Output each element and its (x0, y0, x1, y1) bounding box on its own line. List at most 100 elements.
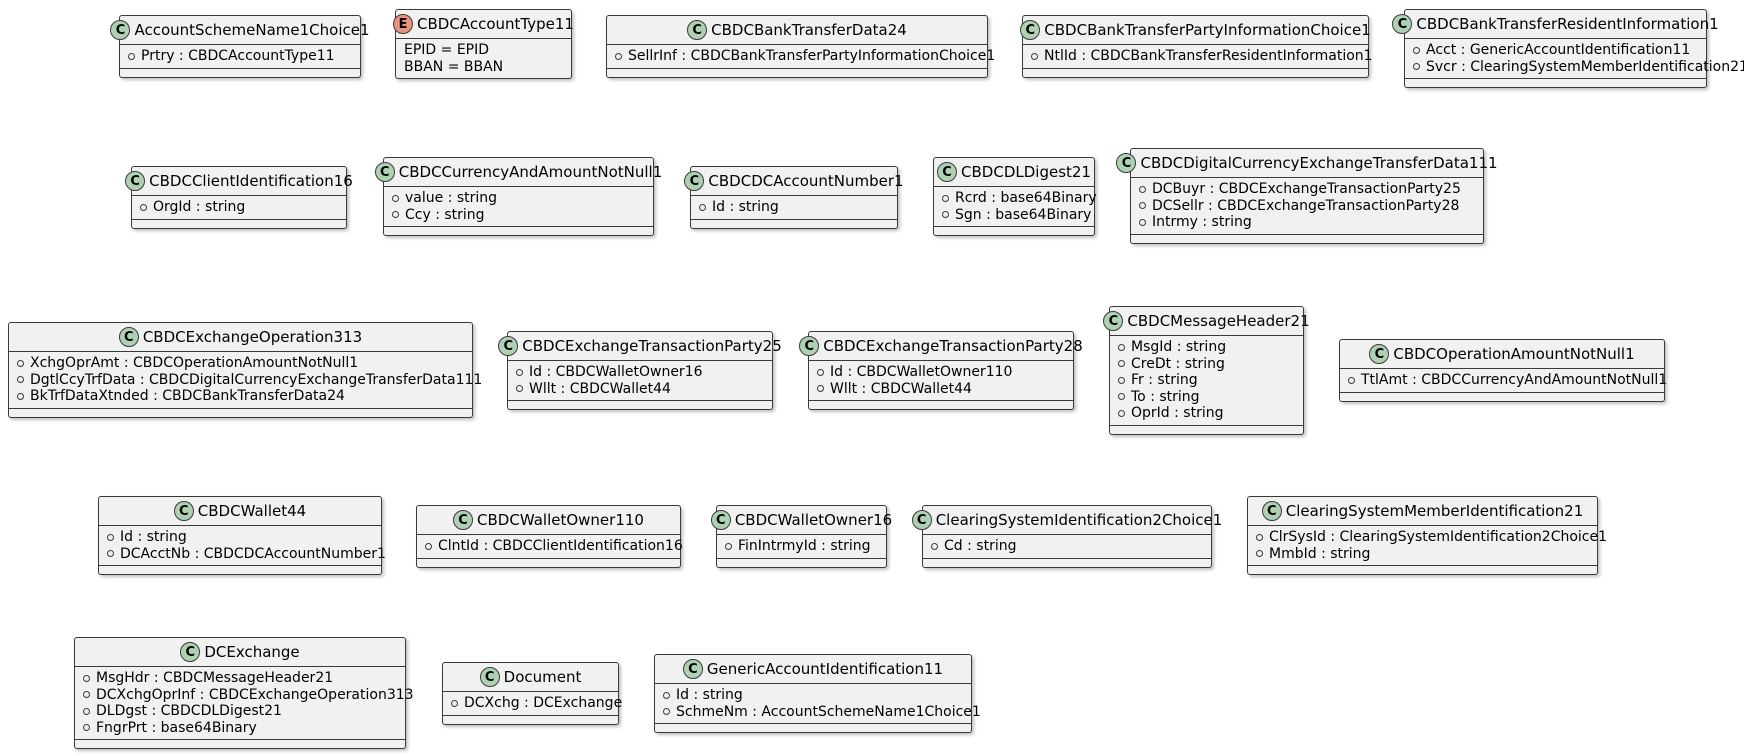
public-visibility-icon (1348, 376, 1355, 384)
public-visibility-icon (942, 211, 949, 219)
method-compartment (809, 400, 1073, 409)
attribute-row: DCAcctNb : CBDCDCAccountNumber1 (107, 546, 386, 563)
method-compartment (923, 557, 1211, 567)
public-visibility-icon (392, 194, 399, 202)
class-stereotype-icon: C (374, 162, 395, 182)
public-visibility-icon (451, 699, 458, 707)
attribute-row: Prtry : CBDCAccountType11 (128, 48, 352, 65)
class-name: CBDCMessageHeader21 (1127, 312, 1310, 330)
attribute-text: Fr : string (1131, 372, 1198, 388)
class-name: CBDCExchangeOperation313 (142, 328, 363, 346)
attribute-text: Id : CBDCWalletOwner16 (529, 364, 703, 380)
class-name: CBDCAccountType11 (417, 15, 574, 33)
class-stereotype-icon: C (498, 336, 519, 356)
public-visibility-icon (83, 674, 90, 682)
attribute-row: Id : CBDCWalletOwner110 (817, 364, 1065, 381)
public-visibility-icon (1413, 63, 1420, 71)
public-visibility-icon (107, 550, 114, 558)
class-name: GenericAccountIdentification11 (706, 660, 944, 678)
attribute-text: MmbId : string (1269, 545, 1371, 562)
attribute-row: DLDgst : CBDCDLDigest21 (83, 703, 397, 720)
class-stereotype-icon: C (479, 667, 500, 687)
public-visibility-icon (1139, 218, 1146, 226)
public-visibility-icon (817, 385, 824, 393)
class-name: ClearingSystemMemberIdentification21 (1285, 502, 1584, 520)
class-stereotype-icon: C (687, 20, 708, 40)
public-visibility-icon (17, 376, 24, 384)
public-visibility-icon (1118, 343, 1125, 351)
attribute-text: ClrSysId : ClearingSystemIdentification2… (1269, 529, 1608, 545)
attribute-row: FngrPrt : base64Binary (83, 720, 397, 737)
attribute-row: Id : string (107, 529, 373, 546)
class-stereotype-icon: C (684, 171, 705, 191)
method-compartment (99, 565, 381, 574)
attribute-row: OprId : string (1118, 405, 1295, 422)
attribute-text: Cd : string (944, 538, 1017, 554)
attribute-text: Sgn : base64Binary (955, 206, 1092, 223)
attribute-row: BkTrfDataXtnded : CBDCBankTransferData24 (17, 388, 464, 405)
class-name: CBDCOperationAmountNotNull1 (1393, 345, 1635, 363)
class-name: CBDCWalletOwner110 (477, 511, 644, 529)
attribute-text: Id : string (712, 199, 779, 215)
attribute-text: DCAcctNb : CBDCDCAccountNumber1 (120, 545, 386, 562)
attribute-list: TtlAmt : CBDCCurrencyAndAmountNotNull1 (1340, 369, 1667, 392)
method-compartment (934, 226, 1094, 235)
public-visibility-icon (1256, 550, 1263, 558)
attribute-text: Wllt : CBDCWallet44 (830, 380, 972, 397)
attribute-text: Ccy : string (405, 206, 485, 223)
attribute-row: XchgOprAmt : CBDCOperationAmountNotNull1 (17, 355, 464, 372)
class-name: CBDCCurrencyAndAmountNotNull1 (398, 163, 663, 181)
class-name: CBDCDCAccountNumber1 (708, 172, 904, 190)
attribute-row: Acct : GenericAccountIdentification11 (1413, 42, 1698, 59)
public-visibility-icon (17, 359, 24, 367)
class-name: CBDCWalletOwner16 (734, 511, 893, 529)
class-name: CBDCWallet44 (197, 502, 307, 520)
method-compartment (120, 67, 360, 77)
attribute-text: Id : string (120, 529, 187, 545)
class-name: CBDCDigitalCurrencyExchangeTransferData1… (1140, 154, 1498, 172)
attribute-text: Svcr : ClearingSystemMemberIdentificatio… (1426, 58, 1744, 75)
attribute-row: Fr : string (1118, 372, 1295, 389)
public-visibility-icon (17, 392, 24, 400)
class-stereotype-icon: C (173, 501, 194, 521)
attribute-list: SellrInf : CBDCBankTransferPartyInformat… (607, 45, 995, 68)
class-stereotype-icon: C (453, 510, 474, 530)
class-name: CBDCExchangeTransactionParty28 (823, 337, 1083, 355)
attribute-list: Cd : string (923, 535, 1211, 558)
public-visibility-icon (1118, 409, 1125, 417)
attribute-text: MsgId : string (1131, 339, 1227, 355)
attribute-text: To : string (1131, 388, 1200, 405)
method-compartment (717, 557, 886, 567)
class-stereotype-icon: C (911, 510, 932, 530)
attribute-row: BBAN = BBAN (404, 59, 563, 76)
attribute-text: DCXchg : DCExchange (464, 695, 623, 711)
attribute-row: Wllt : CBDCWallet44 (817, 381, 1065, 398)
attribute-row: Wllt : CBDCWallet44 (516, 381, 764, 398)
attribute-list: XchgOprAmt : CBDCOperationAmountNotNull1… (9, 352, 482, 408)
attribute-text: MsgHdr : CBDCMessageHeader21 (96, 670, 334, 686)
attribute-list: ClntId : CBDCClientIdentification16 (417, 535, 683, 558)
attribute-text: DgtlCcyTrfData : CBDCDigitalCurrencyExch… (30, 371, 483, 388)
attribute-row: CreDt : string (1118, 356, 1295, 373)
method-compartment (1248, 565, 1597, 574)
attribute-row: MmbId : string (1256, 546, 1589, 563)
attribute-row: Id : CBDCWalletOwner16 (516, 364, 764, 381)
